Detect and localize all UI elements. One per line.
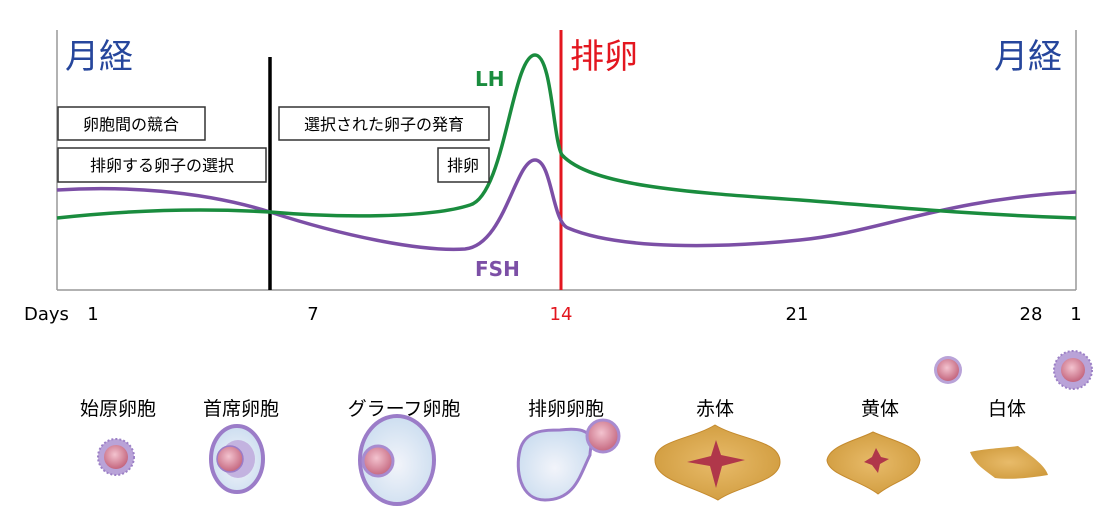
axis-label: Days [24,304,69,325]
tick-day-7: 7 [307,304,318,325]
box-competition-text: 卵胞間の競合 [83,115,179,134]
corpus-albicans-illustration [970,446,1048,479]
menses-label-right: 月経 [994,37,1062,77]
chart-frame [56,30,1077,291]
lh-curve [56,53,1077,220]
ovulatory-follicle-illustration [516,418,621,502]
stage-label-corpus-albicans: 白体 [988,398,1026,420]
stage-label-corpus-luteum: 黄体 [861,398,899,420]
box-development: 選択された卵子の発育 [278,106,490,141]
stage-label-graafian: グラーフ卵胞 [348,398,461,420]
tick-day-1-next: 1 [1070,304,1081,325]
stage-label-corpus-hemorrhagicum: 赤体 [696,398,734,420]
tick-day-14: 14 [550,304,573,325]
graafian-follicle-illustration [358,414,436,506]
tick-day-1: 1 [87,304,98,325]
corpus-luteum-illustration [826,431,921,495]
tick-day-28: 28 [1020,304,1043,325]
corpus-hemorrhagicum-illustration [654,424,781,501]
ovulation-label: 排卵 [570,37,638,77]
fsh-label: FSH [475,257,520,281]
box-development-text: 選択された卵子の発育 [304,115,464,134]
released-egg-with-corona-illustration [1053,350,1093,390]
released-egg-illustration [934,356,962,384]
dominant-follicle-illustration [209,424,265,494]
box-ovulation-text: 排卵 [447,156,479,175]
box-competition: 卵胞間の競合 [57,106,206,141]
lh-label: LH [475,67,504,91]
menses-label-left: 月経 [65,37,133,77]
tick-day-21: 21 [786,304,809,325]
stage-label-ovulatory: 排卵卵胞 [528,398,604,420]
box-selection: 排卵する卵子の選択 [57,147,267,183]
primordial-follicle-illustration [97,438,135,476]
box-selection-text: 排卵する卵子の選択 [90,156,234,175]
box-ovulation: 排卵 [437,147,490,183]
stage-label-dominant: 首席卵胞 [203,398,279,420]
stage-label-primordial: 始原卵胞 [80,398,156,420]
